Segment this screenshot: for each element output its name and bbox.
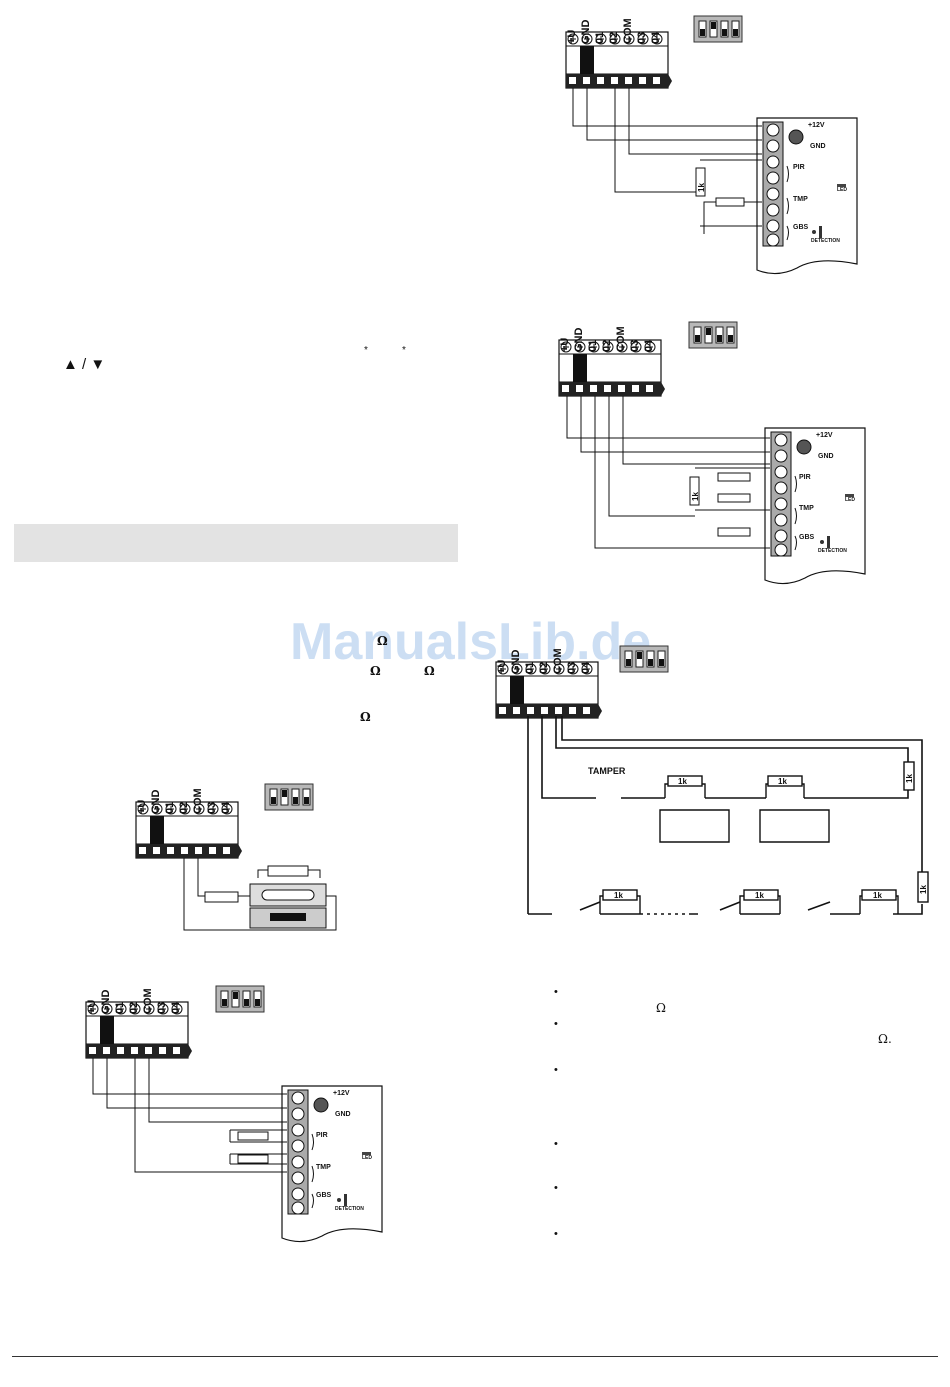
terminal-label-02: 02 (178, 801, 190, 814)
label-12v: +12V (816, 432, 833, 439)
terminal-label-01: 01 (587, 339, 599, 352)
label-12v: +12V (333, 1090, 350, 1097)
bullet: • (554, 1138, 558, 1150)
label-detection: DETECTION (811, 238, 840, 244)
label-tmp: TMP (799, 505, 814, 512)
terminal-label-03: 03 (566, 661, 578, 674)
bullet: • (554, 1064, 558, 1076)
up-down-arrows-icon: ▲ / ▼ (63, 356, 106, 373)
label-pir: PIR (799, 474, 811, 481)
resistor-label: 1k (778, 777, 787, 786)
terminal-label-02: 02 (538, 661, 550, 674)
label-led: LED (362, 1155, 372, 1161)
resistor-label: 1k (697, 183, 706, 192)
terminal-label-u: +U (86, 999, 98, 1014)
label-gbs: GBS (793, 224, 809, 231)
label-pir: PIR (316, 1132, 328, 1139)
label-12v: +12V (808, 122, 825, 129)
label-detection: DETECTION (335, 1206, 364, 1212)
label-led: LED (845, 497, 855, 503)
resistor-label: 1k (614, 891, 623, 900)
terminal-label-02: 02 (601, 339, 613, 352)
terminal-label-01: 01 (164, 801, 176, 814)
section-header-bar (14, 524, 458, 562)
label-gnd: GND (335, 1111, 351, 1118)
resistor-label: 1k (873, 891, 882, 900)
bullet: • (554, 1228, 558, 1240)
label-pir: PIR (793, 164, 805, 171)
terminal-label-com: COM (552, 648, 564, 674)
terminal-label-u: +U (559, 337, 571, 352)
terminal-label-u: +U (136, 799, 148, 814)
terminal-label-u: +U (566, 29, 578, 44)
bullet: • (554, 1018, 558, 1030)
terminal-label-01: 01 (114, 1001, 126, 1014)
terminal-label-gnd: GND (580, 19, 592, 44)
resistor-label: 1k (905, 774, 914, 783)
terminal-label-com: COM (615, 326, 627, 352)
terminal-label-01: 01 (594, 31, 606, 44)
asterisk: * (364, 345, 368, 356)
terminal-label-03: 03 (629, 339, 641, 352)
label-led: LED (837, 187, 847, 193)
label-gbs: GBS (799, 534, 815, 541)
terminal-label-com: COM (192, 788, 204, 814)
ohm-symbol: Ω (656, 1001, 666, 1015)
terminal-label-01: 01 (524, 661, 536, 674)
tamper-label: TAMPER (588, 766, 626, 776)
ohm-symbol: Ω. (878, 1032, 892, 1046)
terminal-label-02: 02 (128, 1001, 140, 1014)
watermark: ManualsLib.de (290, 613, 652, 671)
resistor-label: 1k (755, 891, 764, 900)
ohm-symbol: Ω (377, 634, 388, 648)
label-gnd: GND (818, 453, 834, 460)
label-tmp: TMP (793, 196, 808, 203)
resistor-label: 1k (691, 492, 700, 501)
terminal-label-com: COM (622, 18, 634, 44)
terminal-label-gnd: GND (510, 649, 522, 674)
terminal-label-03: 03 (636, 31, 648, 44)
label-detection: DETECTION (818, 548, 847, 554)
terminal-label-04: 04 (650, 31, 662, 44)
bullet: • (554, 986, 558, 998)
terminal-label-03: 03 (156, 1001, 168, 1014)
terminal-label-04: 04 (580, 661, 592, 674)
resistor-label: 1k (919, 885, 928, 894)
terminal-label-03: 03 (206, 801, 218, 814)
ohm-symbol: Ω (370, 664, 381, 678)
terminal-label-gnd: GND (150, 789, 162, 814)
label-gbs: GBS (316, 1192, 332, 1199)
terminal-label-gnd: GND (573, 327, 585, 352)
label-gnd: GND (810, 143, 826, 150)
terminal-label-gnd: GND (100, 989, 112, 1014)
label-tmp: TMP (316, 1164, 331, 1171)
footer-divider (12, 1356, 938, 1357)
terminal-label-com: COM (142, 988, 154, 1014)
ohm-symbol: Ω (360, 710, 371, 724)
terminal-label-02: 02 (608, 31, 620, 44)
terminal-label-04: 04 (220, 801, 232, 814)
terminal-label-04: 04 (643, 339, 655, 352)
asterisk: * (402, 345, 406, 356)
terminal-label-u: +U (496, 659, 508, 674)
bullet: • (554, 1182, 558, 1194)
terminal-label-04: 04 (170, 1001, 182, 1014)
ohm-symbol: Ω (424, 664, 435, 678)
resistor-label: 1k (678, 777, 687, 786)
